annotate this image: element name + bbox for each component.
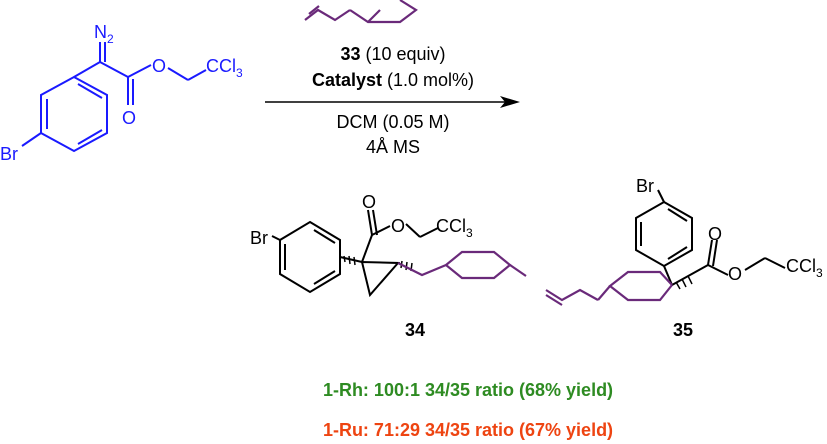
product-35-hash-bonds <box>675 275 693 290</box>
result-ru: 1-Ru: 71:29 34/35 ratio (67% yield) <box>323 420 613 440</box>
product-35-structure <box>635 189 786 286</box>
product-35-ccl3: CCl3 <box>786 256 823 280</box>
product-34-br-label: Br <box>250 228 268 248</box>
product-34-structure <box>271 209 439 298</box>
alkene-33-structure <box>304 0 418 24</box>
diazo-br-label: Br <box>0 144 18 164</box>
product-34-alkyl <box>397 250 527 280</box>
reaction-arrow <box>265 96 520 108</box>
condition-reactant: 33 (10 equiv) <box>340 44 445 64</box>
product-35-ester-o: O <box>728 264 742 284</box>
product-34-ccl3: CCl3 <box>436 216 473 240</box>
product-35-label: 35 <box>673 320 693 340</box>
product-35-alkyl <box>545 270 673 306</box>
product-34-carbonyl-o: O <box>362 192 376 212</box>
product-34-ester-o: O <box>391 216 405 236</box>
diazo-reagent <box>21 42 207 153</box>
product-34-hash-bonds <box>343 255 413 272</box>
condition-solvent: DCM (0.05 M) <box>336 112 449 132</box>
product-35-carbonyl-o: O <box>708 224 722 244</box>
condition-additive: 4Å MS <box>366 137 420 157</box>
product-34-label: 34 <box>405 320 425 340</box>
result-rh: 1-Rh: 100:1 34/35 ratio (68% yield) <box>323 380 613 400</box>
diazo-n2-label: N2 <box>94 22 114 46</box>
diazo-carbonyl-o-label: O <box>122 108 136 128</box>
diazo-ester-o-label: O <box>152 56 166 76</box>
diazo-ccl3-label: CCl3 <box>206 56 243 80</box>
condition-catalyst: Catalyst (1.0 mol%) <box>312 70 474 90</box>
product-35-br-label: Br <box>636 176 654 196</box>
